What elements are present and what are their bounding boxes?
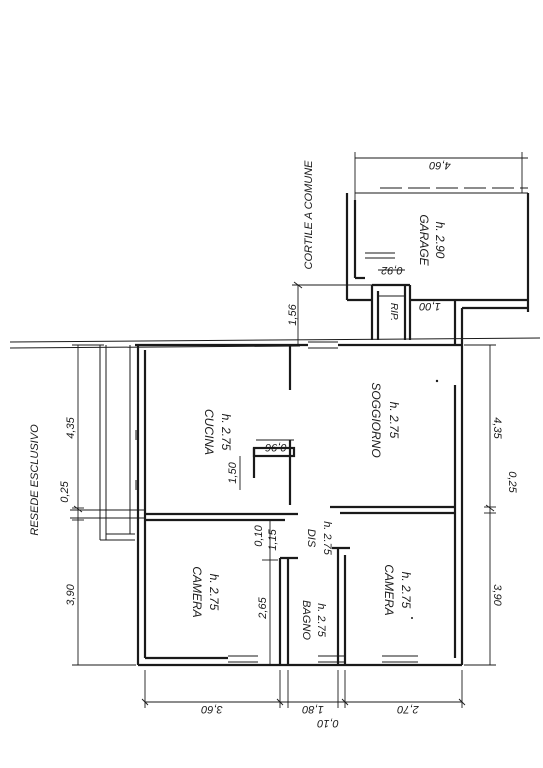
dim-right-mid: 0,25 [506,471,518,493]
bagno-height: h. 2.75 [315,603,327,638]
dimension-labels: 4,35 0,25 3,90 4,35 0,25 3,90 3,60 1,80 … [59,159,518,729]
dim-left-mid: 0,25 [59,480,71,502]
camera-right-name: CAMERA [382,564,396,615]
room-labels: CUCINA h. 2.75 SOGGIORNO h. 2.75 CAMERA … [29,160,447,640]
dim-bottom-c: 2,70 [396,703,419,715]
dim-092: 0,92 [381,264,402,276]
dim-right-bottom: 3,90 [491,584,503,606]
cucina-height: h. 2.75 [219,414,233,451]
dim-bottom-a: 3,60 [200,703,222,715]
walls [135,187,530,667]
tick-marks [73,281,495,706]
rip-name: RIP. [388,303,399,321]
dim-right-top: 4,35 [491,417,503,439]
dim-left-top: 4,35 [65,416,77,438]
dim-096: 0,96 [264,441,286,453]
dis-height: h. 2.75 [321,521,333,556]
camera-left-height: h. 2.75 [207,574,221,611]
dim-010: 0,10 [253,524,265,546]
dis-name: DIS [305,529,317,548]
dim-265: 2,65 [257,596,269,619]
resede-boundary [9,337,541,541]
dim-garage-width: 4,60 [428,159,450,171]
dim-150: 1,50 [227,461,239,483]
soggiorno-height: h. 2.75 [387,402,401,439]
garage-height: h. 2.90 [433,222,447,259]
cortile-label: CORTILE A COMUNE [303,160,315,270]
dim-100: 1,00 [418,300,440,312]
dim-bottom-small: 0,10 [316,717,338,729]
camera-right-height: h. 2.75 [399,572,413,609]
dim-left-bottom: 3,90 [65,583,77,605]
cucina-name: CUCINA [202,409,216,455]
soggiorno-name: SOGGIORNO [369,382,383,457]
resede-label: RESEDE ESCLUSIVO [29,424,41,536]
dim-115: 1,15 [267,528,279,550]
dimension-lines [72,152,528,708]
camera-left-name: CAMERA [190,566,204,617]
dim-156: 1,56 [287,303,299,325]
garage-name: GARAGE [417,214,431,266]
bagno-name: BAGNO [300,600,312,640]
dim-bottom-b: 1,80 [301,703,323,715]
